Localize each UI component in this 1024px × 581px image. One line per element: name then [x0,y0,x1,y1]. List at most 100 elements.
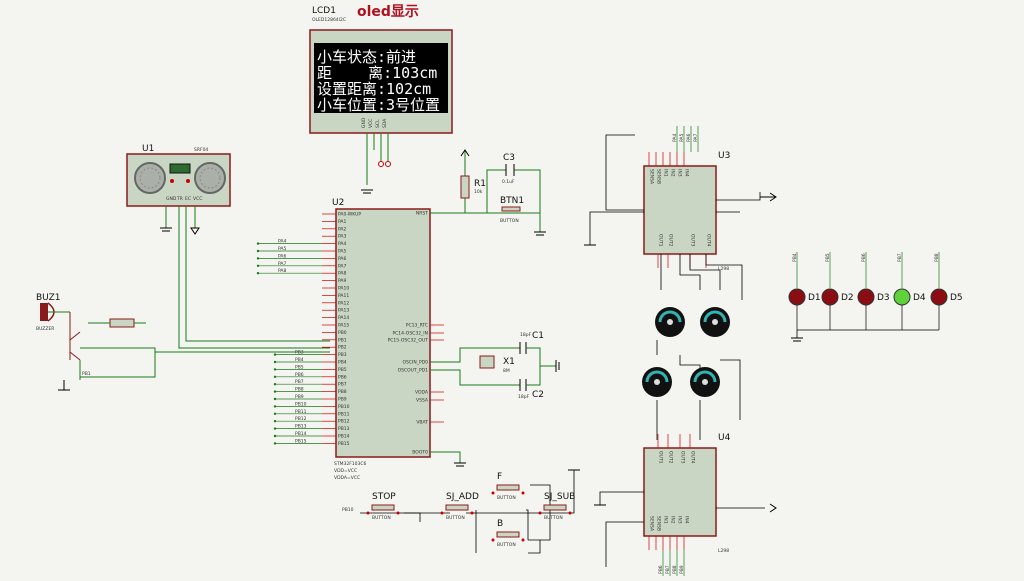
ultrasonic-sensor[interactable]: U1 SRF04 GND TR EC VCC [126,144,231,235]
mcu-pin-pb11: PB11 [338,411,350,417]
net-label-pb7: PB7 [295,379,304,385]
lcd-ref: LCD1 [312,6,336,16]
button-sj_add-ref: SJ_ADD [446,492,479,502]
button-stop-ref: STOP [372,492,396,502]
mcu-pin-pa11: PA11 [338,293,349,299]
c2-val: 18pF [518,394,530,400]
u4-pins-top-out4: OUT4 [690,451,696,464]
u1-pin-vcc: VCC [193,196,202,202]
lcd-part: OLED12864I2C [312,17,346,23]
u3-pins-top-in4: IN4 [684,169,690,177]
motor-4-icon [690,367,720,397]
led-net-pb5: PB5 [825,253,831,262]
u1-pin-tr: TR [176,196,183,202]
mcu-pin-pb13: PB13 [338,426,350,432]
mcu-pin-vbat: VBAT [416,420,428,426]
u4-pins-top-out3: OUT3 [680,451,686,464]
stop-net: PB10 [342,507,354,513]
u4-pins-bot-in1: IN1 [663,516,669,524]
mcu-pin-pb1: PB1 [338,337,347,343]
wire-ec [185,206,330,342]
c2-ref: C2 [532,390,544,400]
motor-1-icon [655,307,685,337]
button-sj_sub-part: BUTTON [544,515,563,521]
mcu-ref: U2 [332,198,344,208]
oled-line-1: 小车状态:前进 [317,48,416,66]
mcu-body [335,208,431,458]
mcu-pin-vdda: VDDA [415,390,429,396]
buzzer-part: BUZZER [36,326,54,332]
net-label-pa6: PA6 [278,253,287,259]
button-sj_add[interactable] [445,504,469,511]
mcu-pin-pc13_rtc: PC13_RTC [406,323,428,329]
mcu-pin-pb4: PB4 [338,360,347,366]
net-label-pa8: PA8 [278,268,287,274]
mcu-pin-boot0: BOOT0 [412,450,428,456]
motor-3-icon [642,367,672,397]
crystal-circuit[interactable]: X1 8M C1 18pF C2 18pF [430,331,560,400]
oled-line-4: 小车位置:3号位置 [317,96,440,114]
led-net-pb4: PB4 [792,253,798,262]
led-d3-ref: D3 [877,293,890,303]
mcu-pin-pa4: PA4 [338,241,347,247]
mcu-pin-nrst: NRST [416,211,428,217]
oled-screen [314,43,448,113]
u3-part: L298 [718,266,729,272]
wire-tr [178,206,330,349]
mcu-pin-pc14-osc32_in: PC14-OSC32_IN [392,331,428,337]
c1-val: 18pF [520,332,532,338]
oled-lcd[interactable]: LCD1 OLED12864I2C oled显示 小车状态:前进 距 离:103… [309,4,453,194]
u3-pins-top-in1: IN1 [663,169,669,177]
button-stop[interactable] [371,504,395,511]
u4-pins-bot-sensb: SENSB [656,516,662,531]
net-label-pb14: PB14 [295,431,307,437]
button-f[interactable] [496,484,520,491]
mcu-pin-pa13: PA13 [338,308,349,314]
net-label-pb10: PB10 [295,401,307,407]
u4-pins-bot-in4: IN4 [684,516,690,524]
net-label-pb15: PB15 [295,438,307,444]
button-sj_sub[interactable] [543,504,567,511]
x1-ref: X1 [503,357,515,367]
mcu-pin-pa7: PA7 [338,263,347,269]
button-b[interactable] [496,531,520,538]
mcu-power-1: VDD=VCC [334,468,357,474]
oled-line-2: 距 离:103cm [317,64,437,82]
mcu-pin-pa15: PA15 [338,323,349,329]
u3-ref: U3 [718,151,730,161]
motor-2-icon [700,307,730,337]
c3-val: 0.1uF [502,179,515,185]
btn1-part: BUTTON [500,218,519,224]
mcu-stm32[interactable]: U2 PA0-WKUPPA1PA2PA3PA4PA5PA6PA7PA8PA9PA… [322,198,444,481]
c1-ref: C1 [532,331,544,341]
led-d5-icon [930,288,948,306]
u4-ref: U4 [718,433,731,443]
net-label-pa4: PA4 [278,239,287,245]
left-net-labels: PA4PA5PA6PA7PA8PB3PB4PB5PB6PB7PB8PB9PB10… [256,239,322,445]
mcu-pin-pb8: PB8 [338,389,347,395]
u3-pins-top-sensa: SENSA [649,169,655,185]
u4-pins-bot-sensa: SENSA [649,516,655,532]
buzzer[interactable]: BUZ1 BUZZER PB1 [36,293,156,391]
u3-pins-bot-out4: OUT4 [706,234,712,247]
mcu-pin-oscout_pd1: OSCOUT_PD1 [398,368,429,374]
button-stop-part: BUTTON [372,515,391,521]
u4-pins-net-pb6: PB6 [658,565,664,574]
reset-circuit[interactable]: R1 10k C3 0.1uF BTN1 BUTTON [430,149,546,236]
net-label-pa5: PA5 [278,246,287,252]
x1-val: 8M [503,368,510,374]
net-label-pb4: PB4 [295,357,304,363]
mcu-pin-pb5: PB5 [338,367,347,373]
button-b-part: BUTTON [497,542,516,548]
u4-pins-net-pb7: PB7 [665,565,671,574]
mcu-pin-pc15-osc32_out: PC15-OSC32_OUT [388,338,429,344]
motors [642,254,743,440]
led-net-pb7: PB7 [897,253,903,262]
btn1-ref: BTN1 [500,196,524,206]
u3-pins-net-pa4: PA4 [672,133,678,142]
button-f-ref: F [497,472,502,482]
